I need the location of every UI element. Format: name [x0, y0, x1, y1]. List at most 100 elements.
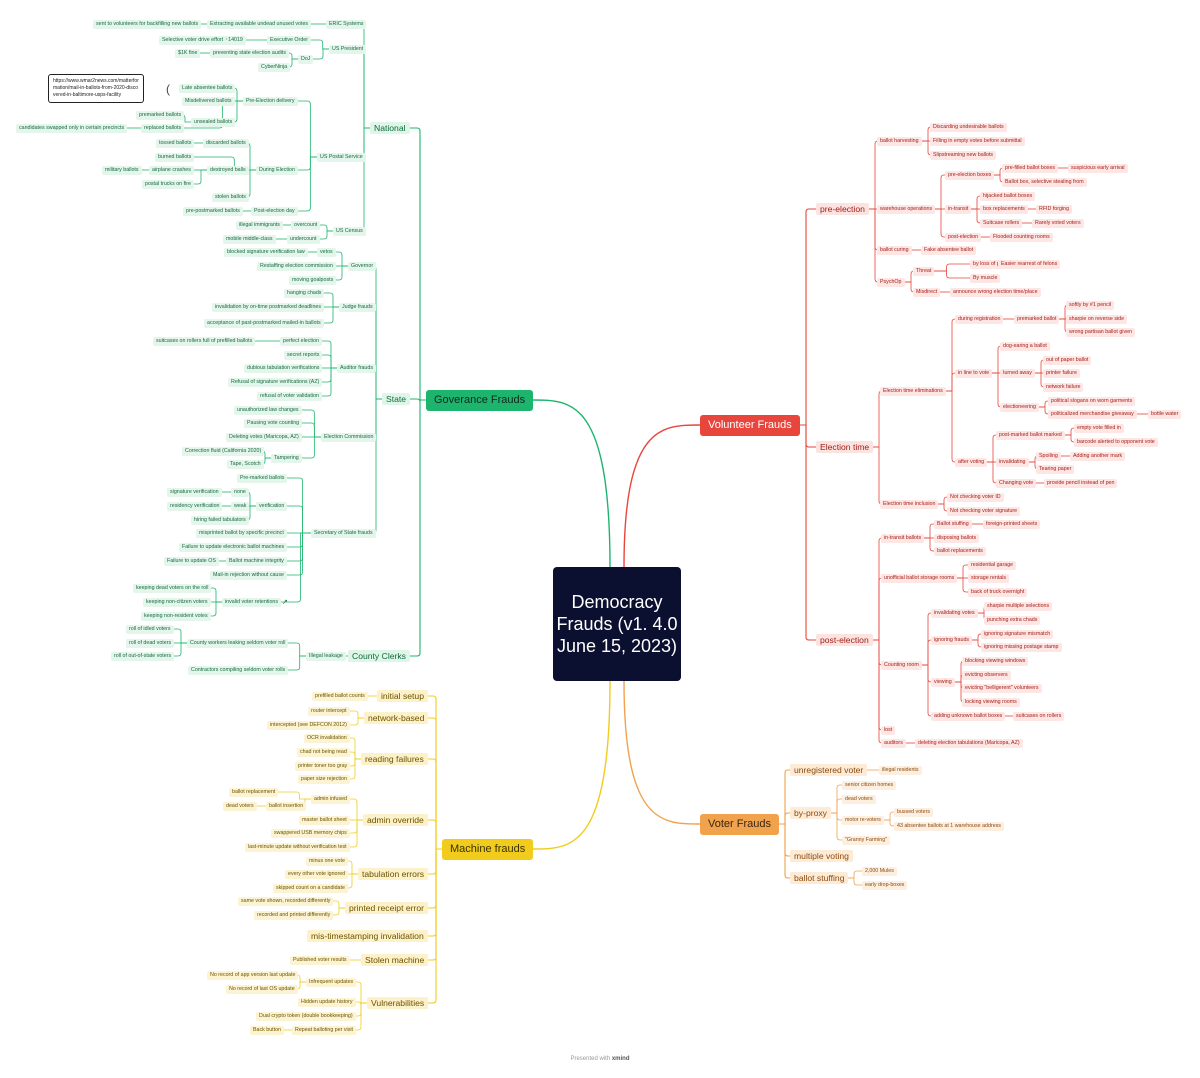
topic-overcount[interactable]: overcount [291, 220, 321, 230]
topic-network-based[interactable]: network-based [364, 711, 429, 725]
topic-dual-crypto-token-double-bookkeeping[interactable]: Dual crypto token (double bookkeeping) [256, 1011, 356, 1021]
topic-counting-room[interactable]: Counting room [881, 660, 922, 670]
topic-governor[interactable]: Governor [348, 261, 377, 271]
topic-dubious-tabulation-verifications[interactable]: dubious tabulation verifications [244, 363, 323, 373]
topic-keeping-non-resident-votes[interactable]: keeping non-resident votes [141, 611, 211, 621]
topic-secretary-of-state-frauds[interactable]: Secretary of State frauds [311, 528, 376, 538]
topic-post-marked-ballot-marked[interactable]: post-marked ballot marked [996, 430, 1065, 440]
topic-illegal-residents[interactable]: illegal residents [879, 765, 922, 775]
topic-in-transit[interactable]: in-transit [945, 204, 972, 214]
topic-out-of-paper-ballot[interactable]: out of paper ballot [1043, 355, 1092, 365]
topic-early-drop-boxes[interactable]: early drop-boxes [862, 880, 908, 890]
topic-tampering[interactable]: Tampering [271, 453, 302, 463]
topic-disposing-ballots[interactable]: disposing ballots [934, 533, 980, 543]
topic-lost[interactable]: lost [881, 725, 896, 735]
topic-goverance-frauds[interactable]: Goverance Frauds [426, 389, 534, 411]
topic-not-checking-voter-signature[interactable]: Not checking voter signature [947, 506, 1021, 516]
topic-misdirect[interactable]: Misdirect [913, 287, 941, 297]
topic-weak[interactable]: weak [231, 501, 250, 511]
topic-stolen-ballots[interactable]: stolen ballots [212, 192, 249, 202]
topic-mis-timestamping-invalidation[interactable]: mis-timestamping invalidation [307, 929, 428, 943]
topic-failure-to-update-os[interactable]: Failure to update OS [164, 556, 219, 566]
topic-changing-vote[interactable]: Changing vote [996, 478, 1037, 488]
topic-misprinted-ballot-by-specific-precinct[interactable]: misprinted ballot by specific precinct [196, 528, 287, 538]
topic-tape-scotch[interactable]: Tape, Scotch [227, 459, 264, 469]
topic-verification[interactable]: verification [256, 501, 288, 511]
topic-suitcases-on-rollers-full-of-prefilled-b[interactable]: suitcases on rollers full of prefilled b… [153, 336, 256, 346]
topic-2-000-mules[interactable]: 2,000 Mules [862, 866, 897, 876]
topic-easier-rearrest-of-felons[interactable]: Easier rearrest of felons [998, 259, 1061, 269]
topic-roll-of-dead-voters[interactable]: roll of dead voters [126, 638, 175, 648]
topic-tearing-paper[interactable]: Tearing paper [1036, 464, 1075, 474]
topic-spoiling[interactable]: Spoiling [1036, 451, 1061, 461]
topic-airplane-crashes[interactable]: airplane crashes [149, 165, 194, 175]
topic-illegal-immigrants[interactable]: illegal immigrants [236, 220, 283, 230]
topic-machine-frauds[interactable]: Machine frauds [442, 838, 534, 860]
topic-adding-unknown-ballot-boxes[interactable]: adding unknown ballot boxes [931, 711, 1006, 721]
note-icon[interactable]: ( [166, 82, 170, 96]
topic-mobile-middle-class[interactable]: mobile middle-class [223, 234, 276, 244]
topic-pausing-vote-counting[interactable]: Pausing vote counting [244, 418, 303, 428]
topic-suitcases-on-rollers[interactable]: suitcases on rollers [1013, 711, 1065, 721]
topic-failure-to-update-electronic-ballot-mach[interactable]: Failure to update electronic ballot mach… [179, 542, 288, 552]
topic-granny-farming[interactable]: "Granny Farming" [842, 835, 891, 845]
external-link-icon[interactable]: ↗ [282, 599, 288, 606]
topic-auditor-frauds[interactable]: Auditor frauds [337, 363, 376, 373]
topic-secret-reports[interactable]: secret reports [284, 350, 323, 360]
topic-chad-not-being-read[interactable]: chad not being read [297, 747, 350, 757]
topic-political-slogans-on-worn-garments[interactable]: political slogans on worn garments [1048, 396, 1136, 406]
topic-candidates-swapped-only-in-certain-preci[interactable]: candidates swapped only in certain preci… [16, 123, 128, 133]
topic-ballot-insertion[interactable]: ballot insertion [266, 801, 307, 811]
topic-box-replacements[interactable]: box replacements [980, 204, 1028, 214]
topic-pre-election[interactable]: pre-election [816, 202, 869, 216]
topic-voter-frauds[interactable]: Voter Frauds [700, 813, 779, 835]
topic-prefilled-ballot-counts[interactable]: prefilled ballot counts [312, 691, 368, 701]
topic-recorded-and-printed-differently[interactable]: recorded and printed differently [254, 910, 334, 920]
topic-punching-extra-chads[interactable]: punching extra chads [984, 615, 1041, 625]
topic-softly-by-1-pencil[interactable]: softly by #1 pencil [1066, 300, 1115, 310]
topic-master-ballot-sheet[interactable]: master ballot sheet [299, 815, 350, 825]
topic-sharpie-on-reverse-side[interactable]: sharpie on reverse side [1066, 314, 1128, 324]
topic-us-president[interactable]: US President [329, 44, 367, 54]
topic-deleting-votes-maricopa-az[interactable]: Deleting votes (Maricopa, AZ) [226, 432, 302, 442]
topic-infrequent-updates[interactable]: Infrequent updates [306, 977, 357, 987]
topic-unofficial-ballot-storage-rooms[interactable]: unofficial ballot storage rooms [881, 573, 958, 583]
topic-discarding-undesirable-ballots[interactable]: Discarding undesirable ballots [930, 122, 1007, 132]
topic-wrong-partisan-ballot-given[interactable]: wrong partisan ballot given [1066, 327, 1136, 337]
topic-election-time-eliminations[interactable]: Election time eliminations [880, 386, 946, 396]
topic-printed-receipt-error[interactable]: printed receipt error [345, 901, 428, 915]
topic-military-ballots[interactable]: military ballots [102, 165, 142, 175]
topic-moving-goalposts[interactable]: moving goalposts [289, 275, 337, 285]
topic-invalidation-by-on-time-postmarked-deadl[interactable]: invalidation by on-time postmarked deadl… [212, 302, 324, 312]
topic-in-transit-ballots[interactable]: in-transit ballots [881, 533, 925, 543]
topic-during-registration[interactable]: during registration [955, 314, 1004, 324]
topic-in-line-to-vote[interactable]: in line to vote [955, 368, 993, 378]
topic-paper-size-rejection[interactable]: paper size rejection [298, 774, 350, 784]
topic-refusal-of-signature-verifications-az[interactable]: Refusal of signature verifications (AZ) [228, 377, 323, 387]
topic-repeat-balloting-per-visit[interactable]: Repeat balloting per visit [292, 1025, 357, 1035]
topic-ballot-machine-integrity[interactable]: Ballot machine integrity [226, 556, 287, 566]
topic-undercount[interactable]: undercount [287, 234, 320, 244]
topic-network-failure[interactable]: network failure [1043, 382, 1084, 392]
topic-same-vote-shown-recorded-differently[interactable]: same vote shown, recorded differently [238, 896, 334, 906]
topic-hidden-update-history[interactable]: Hidden update history [298, 997, 356, 1007]
topic-initial-setup[interactable]: initial setup [377, 689, 428, 703]
topic-rfid-forging[interactable]: RFID forging [1036, 204, 1073, 214]
topic-correction-fluid-california-2020[interactable]: Correction fluid (California 2020) [182, 446, 265, 456]
topic-ocr-invalidation[interactable]: OCR invalidation [304, 733, 350, 743]
topic-unauthorized-law-changes[interactable]: unauthorized law changes [234, 405, 302, 415]
topic-evicting-observers[interactable]: evicting observers [962, 670, 1011, 680]
topic-admin-infused[interactable]: admin infused [311, 794, 350, 804]
topic-residency-verification[interactable]: residency verification [167, 501, 223, 511]
topic-national[interactable]: National [370, 121, 410, 135]
topic-slipstreaming-new-ballots[interactable]: Slipstreaming new ballots [930, 150, 997, 160]
topic-back-of-truck-overnight[interactable]: back of truck overnight [968, 587, 1028, 597]
topic-announce-wrong-election-time-place[interactable]: announce wrong election time/place [950, 287, 1041, 297]
topic-flooded-counting-rooms[interactable]: Flooded counting rooms [990, 232, 1053, 242]
topic-no-record-of-last-os-update[interactable]: No record of last OS update [226, 984, 298, 994]
topic-published-voter-results[interactable]: Published voter results [290, 955, 350, 965]
topic-every-other-vote-ignored[interactable]: every other vote ignored [285, 869, 349, 879]
topic-electioneering[interactable]: electioneering [1000, 402, 1039, 412]
topic-locking-viewing-rooms[interactable]: locking viewing rooms [962, 697, 1020, 707]
topic-threat[interactable]: Threat [913, 266, 935, 276]
